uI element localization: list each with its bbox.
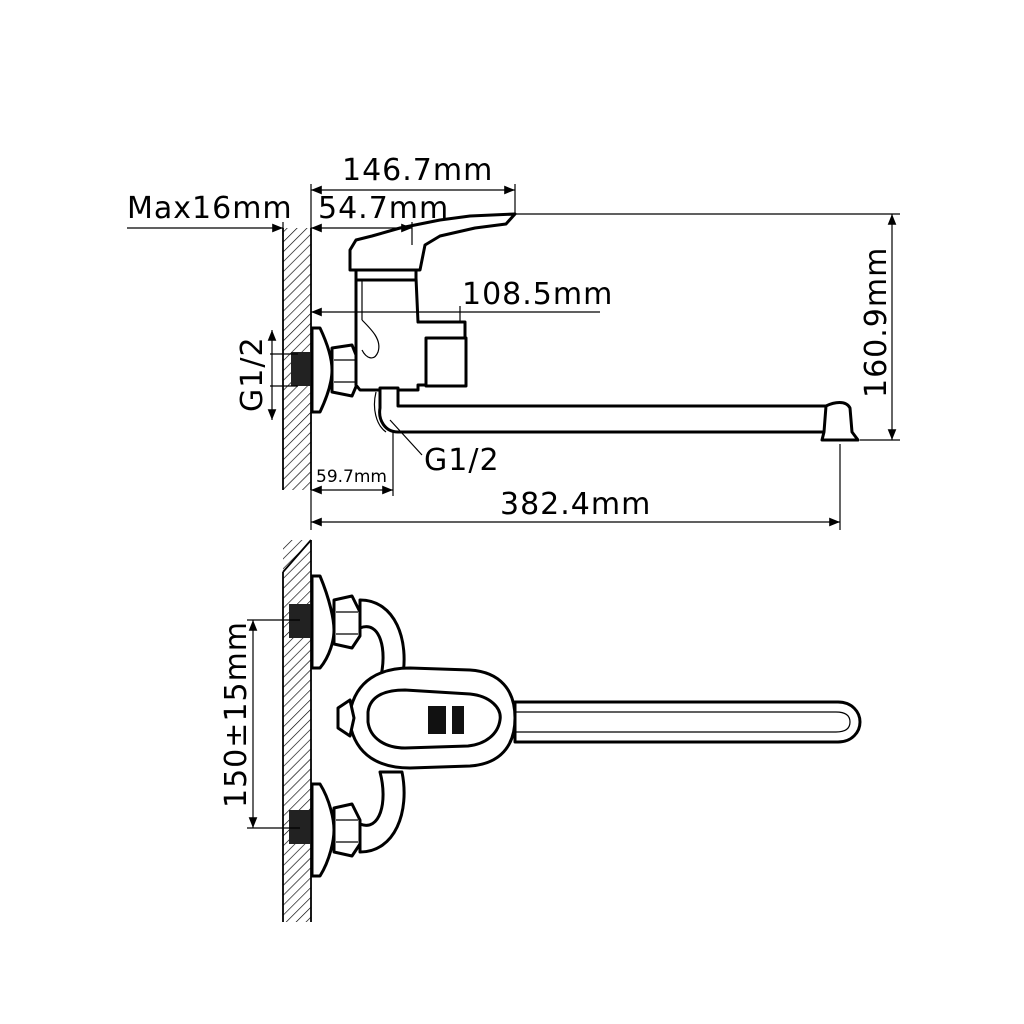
dim-54-7: 54.7mm: [318, 191, 449, 226]
top-dimensions: 150±15mm: [219, 619, 300, 829]
top-view: [282, 539, 862, 922]
dim-59-7: 59.7mm: [316, 467, 387, 487]
side-dimensions: 146.7mm 54.7mm Max16mm 108.5mm 160.9mm G…: [127, 153, 900, 530]
inlet-thread: [291, 352, 311, 386]
dim-146-7: 146.7mm: [342, 153, 493, 188]
dim-150-15: 150±15mm: [219, 621, 254, 808]
dim-160-9: 160.9mm: [859, 247, 894, 398]
dim-382-4: 382.4mm: [500, 487, 651, 522]
dim-max16: Max16mm: [127, 191, 293, 226]
dim-g1-2-right: G1/2: [424, 443, 500, 478]
side-view: [282, 212, 860, 490]
wall-hatch-bottom: [283, 540, 311, 922]
dim-108-5: 108.5mm: [462, 277, 613, 312]
dim-g1-2-left: G1/2: [235, 336, 270, 412]
